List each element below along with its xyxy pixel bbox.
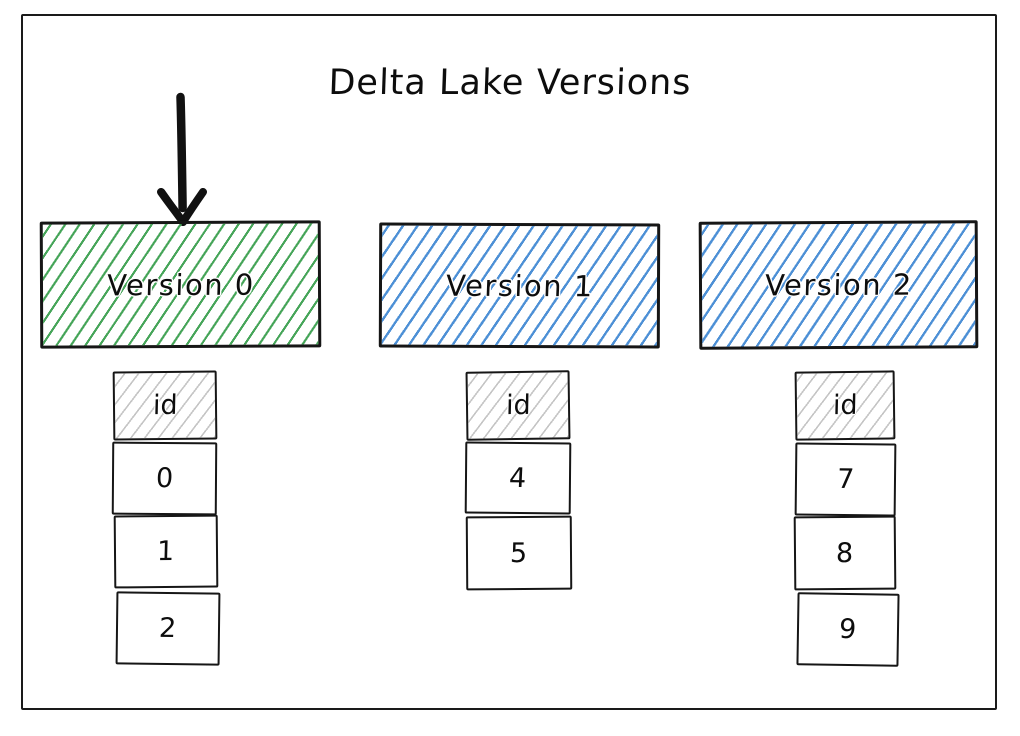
table-cell-value: 2 (158, 612, 178, 645)
table-cell-value: 5 (509, 537, 529, 569)
version-box-label: Version 0 (106, 267, 255, 302)
table-row: 1 (113, 514, 219, 589)
table-header-label: id (832, 389, 858, 422)
table-cell-value: 1 (157, 535, 175, 568)
version-box-label: Version 1 (444, 268, 595, 303)
table-row: 7 (794, 442, 897, 517)
table-row: 8 (793, 515, 897, 591)
table-header-label: id (152, 389, 178, 422)
table-header-cell: id (794, 370, 896, 441)
table-cell-value: 7 (836, 463, 855, 496)
table-header-label: id (505, 389, 531, 422)
down-arrow-icon (148, 92, 218, 227)
table-row: 4 (464, 441, 572, 515)
table-header-cell: id (465, 370, 571, 441)
table-header-cell: id (112, 370, 218, 441)
version-box-1[interactable]: Version 1 (378, 222, 661, 349)
table-row: 0 (111, 441, 218, 516)
table-cell-value: 9 (838, 613, 858, 646)
table-row: 9 (796, 592, 900, 667)
diagram-frame (21, 14, 997, 710)
version-box-label: Version 2 (764, 267, 913, 303)
table-row: 5 (465, 515, 573, 591)
version-box-2[interactable]: Version 2 (698, 220, 979, 350)
version-box-0[interactable]: Version 0 (39, 220, 322, 349)
table-cell-value: 8 (836, 537, 854, 569)
table-row: 2 (115, 591, 221, 666)
table-cell-value: 4 (508, 462, 528, 494)
table-cell-value: 0 (155, 462, 174, 495)
